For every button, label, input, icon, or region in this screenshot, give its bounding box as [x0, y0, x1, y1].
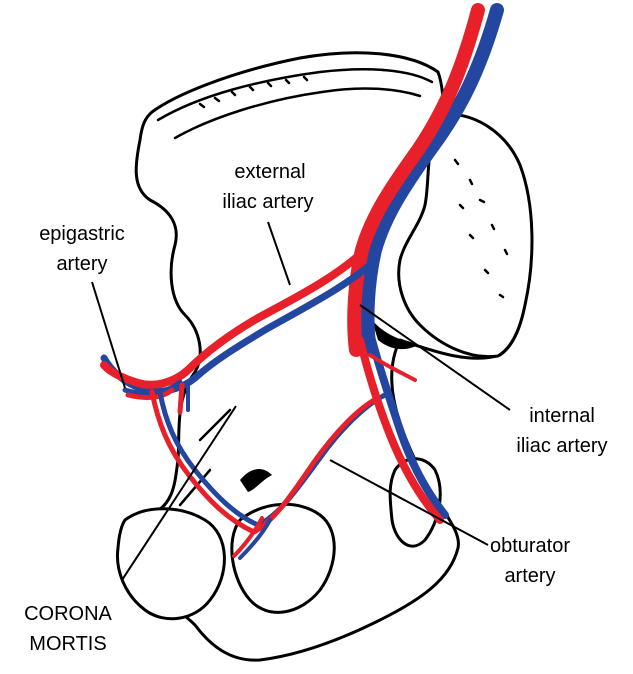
label-external-iliac-line1: external — [234, 161, 305, 183]
label-obturator-line2: artery — [504, 565, 555, 587]
label-internal-iliac-line2: iliac artery — [516, 435, 607, 457]
label-epigastric-line2: artery — [56, 253, 107, 275]
label-epigastric-line1: epigastric — [39, 223, 125, 245]
label-internal-iliac-line1: internal — [529, 405, 595, 427]
label-corona-mortis-line2: MORTIS — [29, 633, 106, 655]
hip-bone — [117, 53, 531, 660]
label-external-iliac-line2: iliac artery — [222, 191, 313, 213]
pubic-branch-red — [180, 385, 182, 412]
label-obturator-line1: obturator — [490, 535, 570, 557]
label-corona-mortis-line1: CORONA — [24, 603, 112, 625]
